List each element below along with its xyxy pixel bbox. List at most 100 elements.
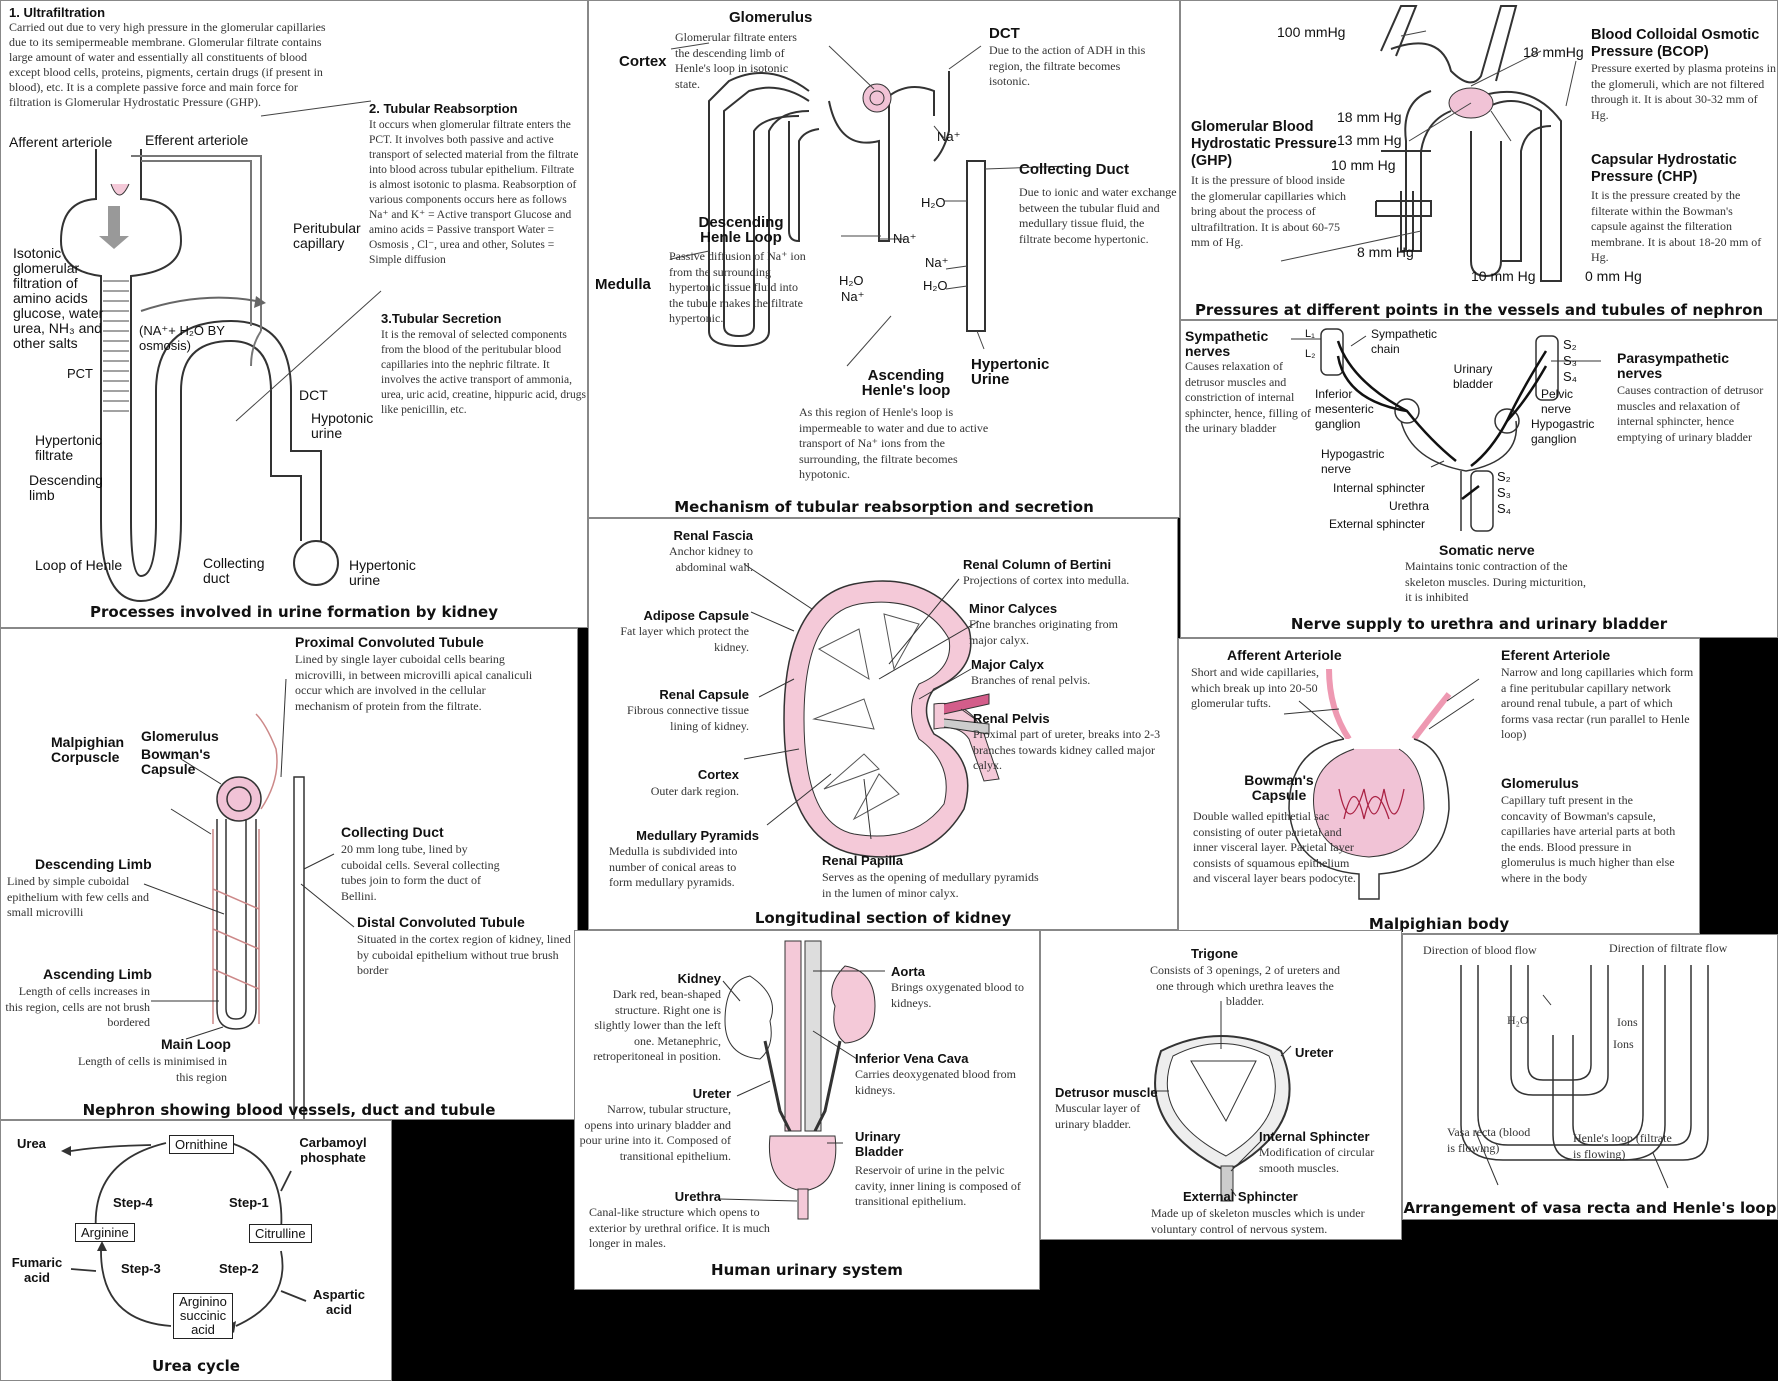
adipose-text: Fat layer which protect the kidney.: [620, 624, 749, 654]
kidney-section-diagram: [743, 563, 1000, 858]
efferent-text: Narrow and long capillaries which form a…: [1501, 665, 1694, 741]
dct-title: DCT: [989, 25, 1020, 42]
malpighian-body-caption: Malpighian body: [1368, 915, 1510, 933]
renal-pelvis-title: Renal Pelvis: [973, 711, 1050, 726]
cortex-title: Cortex: [697, 767, 739, 782]
sympathetic-chain-label: Sympathetic chain: [1371, 327, 1438, 356]
s3-label-a: S₃: [1563, 353, 1577, 368]
external-sphincter-title: External Sphincter: [1183, 1189, 1298, 1204]
descending-loop-title: Descending Henle Loop: [698, 214, 784, 246]
collecting-duct-label: Collecting duct: [203, 555, 265, 586]
bladder-diagram: [1151, 1001, 1292, 1202]
tubular-mechanism-caption: Mechanism of tubular reabsorption and se…: [674, 498, 1094, 516]
urea-cycle-panel: Urea Ornithine Carbamoyl phosphate Step-…: [0, 1120, 392, 1381]
inferior-mesenteric-label: Inferior mesenteric ganglion: [1315, 387, 1374, 431]
glomerulus-label-5: Glomerulus: [141, 728, 219, 744]
cortex-text: Outer dark region.: [650, 784, 739, 798]
s2-label-b: S₂: [1497, 469, 1511, 484]
ascending-limb-title: Ascending Limb: [43, 966, 152, 982]
sympathetic-text: Causes relaxation of detrusor muscles an…: [1185, 359, 1311, 435]
pressure-10-a: 10 mm Hg: [1331, 157, 1396, 173]
urethra-title: Urethra: [674, 1189, 721, 1204]
h2o-label-11: H₂O: [1507, 1013, 1529, 1027]
nephron-pressure-diagram: [1280, 5, 1577, 282]
trigone-title: Trigone: [1191, 946, 1238, 961]
ions-label-2: Ions: [1613, 1037, 1634, 1051]
ureter-text: Narrow, tubular structure, opens into ur…: [579, 1102, 731, 1163]
ultrafiltration-title: 1. Ultrafiltration: [9, 5, 106, 20]
ascending-limb-text: Length of cells increases in this region…: [5, 984, 150, 1029]
descending-limb-text: Lined by simple cuboidal epithelium with…: [7, 874, 149, 919]
tubular-reabsorption-text: It occurs when glomerular filtrate enter…: [369, 119, 579, 266]
ghp-title: Glomerular Blood Hydrostatic Pressure (G…: [1191, 119, 1337, 169]
pressure-13: 13 mm Hg: [1337, 132, 1402, 148]
external-sphincter-label: External sphincter: [1329, 517, 1426, 531]
ivc-title: Inferior Vena Cava: [855, 1051, 969, 1066]
hypogastric-ganglion-label: Hypogastric ganglion: [1531, 417, 1595, 446]
pressure-100: 100 mmHg: [1277, 24, 1346, 40]
aspartic-label: Aspartic acid: [312, 1287, 366, 1317]
l1-label: L₁: [1305, 328, 1315, 340]
urine-formation-panel: 1. Ultrafiltration Carried out due to ve…: [0, 0, 588, 628]
kidney-section-caption: Longitudinal section of kidney: [754, 909, 1012, 927]
somatic-text: Maintains tonic contraction of the skele…: [1405, 559, 1586, 604]
dct-text-5: Situated in the cortex region of kidney,…: [357, 932, 571, 977]
parasympathetic-title: Parasympathetic nerves: [1617, 350, 1730, 381]
afferent-title: Afferent Arteriole: [1227, 647, 1342, 663]
descending-limb-title: Descending Limb: [35, 856, 152, 872]
pelvic-nerve-label: Pelvic nerve: [1541, 387, 1574, 416]
peritubular-label: Peritubular capillary: [293, 220, 361, 251]
renal-column-text: Projections of cortex into medulla.: [963, 573, 1130, 587]
kidney-title: Kidney: [677, 971, 721, 986]
blood-flow-label: Direction of blood flow: [1423, 943, 1537, 957]
afferent-label: Afferent arteriole: [9, 134, 113, 150]
vasa-recta-label: Vasa recta (blood is flowing): [1447, 1125, 1531, 1155]
nephron-pressure-caption: Pressures at different points in the ves…: [1194, 301, 1764, 319]
descending-loop-text: Passive diffusion of Na⁺ ion from the su…: [669, 249, 806, 325]
major-calyx-text: Branches of renal pelvis.: [971, 673, 1091, 687]
renal-pelvis-text: Proximal part of ureter, breaks into 2-3…: [973, 727, 1161, 772]
ions-label-1: Ions: [1617, 1015, 1638, 1029]
nephron-vessels-caption: Nephron showing blood vessels, duct and …: [82, 1101, 496, 1119]
fumaric-label: Fumaric acid: [11, 1255, 63, 1285]
adipose-title: Adipose Capsule: [643, 608, 749, 623]
carbamoyl-label: Carbamoyl phosphate: [299, 1135, 367, 1165]
minor-calyces-title: Minor Calyces: [969, 601, 1058, 616]
collecting-duct-title: Collecting Duct: [1019, 161, 1130, 178]
medullary-pyramids-text: Medulla is subdivided into number of con…: [609, 844, 738, 889]
urine-formation-caption: Processes involved in urine formation by…: [90, 603, 498, 621]
l2-label: L₂: [1305, 348, 1316, 360]
tubular-mechanism-panel: Glomerulus Cortex Medulla Glomerular fil…: [588, 0, 1180, 518]
urinary-system-diagram: [719, 940, 885, 1220]
medullary-pyramids-title: Medullary Pyramids: [636, 828, 759, 843]
main-loop-text: Length of cells is minimised in this reg…: [78, 1054, 227, 1084]
malpighian-body-diagram: [1283, 668, 1480, 900]
hypogastric-nerve-label: Hypogastric nerve: [1321, 447, 1385, 476]
dct-title-5: Distal Convoluted Tubule: [357, 914, 525, 930]
urea-cycle-caption: Urea cycle: [152, 1357, 240, 1375]
bowman-label: Bowman's Capsule: [141, 746, 211, 777]
s3-label-b: S₃: [1497, 485, 1511, 500]
hypertonic-urine-title: Hypertonic Urine: [971, 356, 1050, 388]
pct-title: Proximal Convoluted Tubule: [295, 634, 484, 650]
trigone-text: Consists of 3 openings, 2 of ureters and…: [1150, 963, 1340, 1008]
bcop-title: Blood Colloidal Osmotic Pressure (BCOP): [1591, 27, 1760, 60]
internal-sphincter-text: Modification of circular smooth muscles.: [1259, 1145, 1375, 1175]
tubular-secretion-title: 3.Tubular Secretion: [381, 311, 502, 326]
urea-label: Urea: [17, 1136, 46, 1151]
na-label-2: Na⁺: [893, 231, 917, 246]
step2-label: Step-2: [219, 1261, 259, 1276]
ultrafiltration-text: Carried out due to very high pressure in…: [9, 20, 326, 109]
s4-label-b: S₄: [1497, 501, 1511, 516]
medulla-label: Medulla: [595, 276, 651, 293]
cortex-label: Cortex: [619, 53, 667, 70]
renal-capsule-text: Fibrous connective tissue lining of kidn…: [627, 703, 749, 733]
detrusor-text: Muscular layer of urinary bladder.: [1055, 1101, 1141, 1131]
glomerulus-text: Glomerular filtrate enters the descendin…: [675, 30, 797, 91]
na-h2o-label: (NA⁺+ H₂O BY osmosis): [139, 323, 225, 353]
tubular-mechanism-diagram: [670, 42, 1070, 367]
chp-text: It is the pressure created by the filter…: [1591, 188, 1762, 264]
urethra-text: Canal-like structure which opens to exte…: [589, 1205, 770, 1250]
detrusor-title: Detrusor muscle: [1055, 1085, 1158, 1100]
minor-calyces-text: Fine branches originating from major cal…: [969, 617, 1118, 647]
